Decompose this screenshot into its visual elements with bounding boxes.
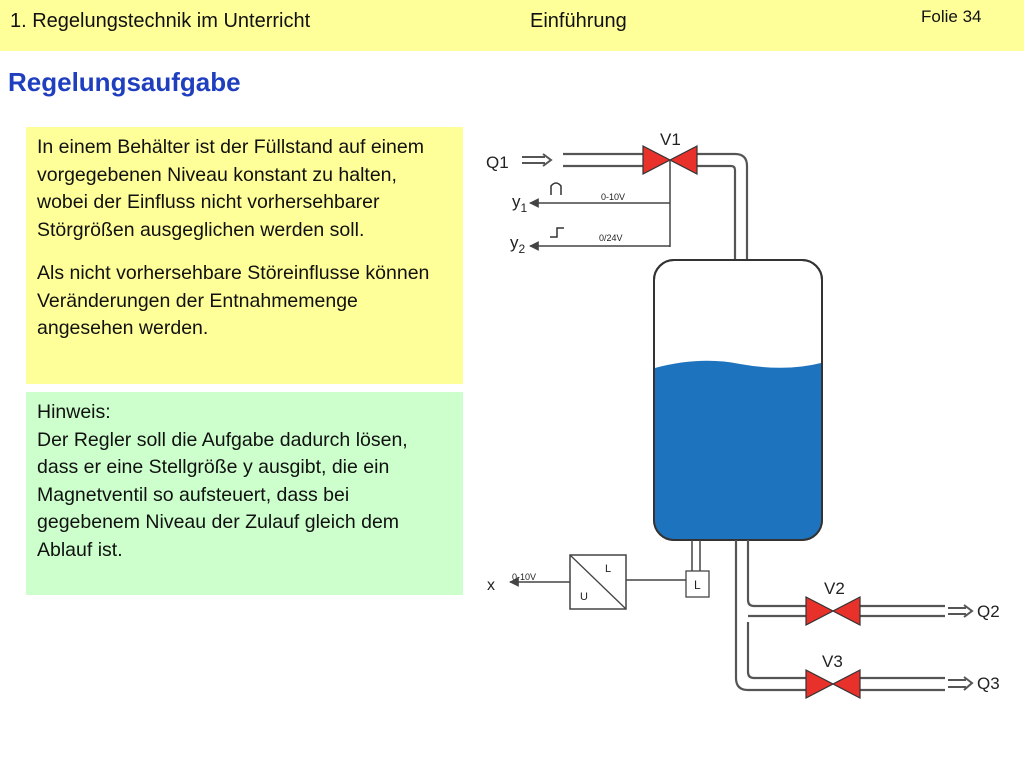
slide-heading: Regelungsaufgabe	[8, 67, 241, 97]
inflow-pipe	[563, 152, 749, 268]
water-level	[655, 360, 821, 539]
hint-box: Hinweis: Der Regler soll die Aufgabe dad…	[26, 392, 463, 595]
header-title: 1. Regelungstechnik im Unterricht	[10, 10, 311, 32]
signal-y2-label: y2	[510, 233, 526, 256]
range-y1-label: 0-10V	[601, 192, 625, 202]
level-sensor	[685, 540, 710, 598]
outflow-q3-arrow-icon	[948, 676, 974, 691]
inflow-arrow-icon	[522, 153, 553, 167]
signal-lines	[537, 202, 670, 247]
valve-v1-icon	[642, 145, 698, 247]
inflow-label: Q1	[486, 153, 509, 172]
valve-v2-label: V2	[824, 579, 845, 598]
outflow-q3-label: Q3	[977, 674, 1000, 693]
outflow-pipes	[734, 540, 945, 692]
valve-v2-icon	[805, 596, 861, 626]
converter-bottom-label: U	[580, 591, 588, 603]
valve-v3-label: V3	[822, 652, 843, 671]
valve-v1-label: V1	[660, 130, 681, 149]
signal-y1-label: y1	[512, 192, 528, 215]
range-x-label: 0-10V	[512, 572, 536, 582]
tank	[653, 259, 823, 541]
header-bar: 1. Regelungstechnik im Unterricht Einfüh…	[0, 0, 1024, 51]
converter-top-label: L	[605, 563, 611, 575]
task-description-box: In einem Behälter ist der Füllstand auf …	[26, 127, 463, 384]
hint-title: Hinweis:	[37, 401, 111, 423]
outflow-q2-arrow-icon	[948, 604, 974, 618]
level-converter	[509, 554, 686, 610]
slide-number: Folie 34	[921, 7, 982, 26]
header-section: Einführung	[530, 10, 627, 32]
valve-v3-icon	[805, 669, 861, 699]
range-y2-label: 0/24V	[599, 233, 623, 243]
hint-text: Der Regler soll die Aufgabe dadurch löse…	[37, 428, 408, 561]
sensor-label: L	[694, 578, 701, 592]
outflow-q2-label: Q2	[977, 602, 1000, 621]
analog-signal-icon	[550, 182, 562, 195]
switching-signal-icon	[550, 227, 564, 238]
task-paragraph-2: Als nicht vorhersehbare Störeinflusse kö…	[37, 262, 430, 339]
signal-x-label: x	[487, 577, 495, 594]
task-paragraph-1: In einem Behälter ist der Füllstand auf …	[37, 136, 424, 241]
